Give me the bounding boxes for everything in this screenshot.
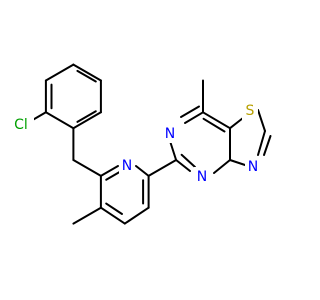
bond [257,130,266,156]
double-bond [180,153,196,168]
bond [135,165,150,177]
pyrimidine-nitrogen-bottom-label: N [197,169,207,185]
thiazole-nitrogen-label: N [248,159,258,175]
double-bond [105,202,123,215]
double-bond [202,117,226,133]
bond [175,159,191,172]
double-bond [180,105,200,118]
bond [229,117,244,130]
bond [72,63,102,82]
chlorine-label: Cl [14,117,28,133]
pyridine-nitrogen-label: N [122,158,132,174]
bond [257,109,266,132]
bond [72,111,102,130]
double-bond [263,135,272,156]
double-bond [105,170,121,181]
molecule-structure: Cl N N N S N [8,63,272,225]
bond [72,159,102,177]
thiazole-sulfur-label: S [246,103,255,119]
bond [99,206,126,225]
bond [72,206,102,225]
bond [169,140,178,161]
bond [99,165,119,177]
atom-labels: Cl N N N S N [8,101,261,186]
structure-canvas: Cl N N N S N [8,63,272,225]
double-bond [76,110,97,123]
bond [213,159,231,174]
bonds [29,63,272,225]
bond [44,63,75,82]
pyrimidine-nitrogen-top-label: N [165,126,175,142]
bond [202,111,231,130]
bond [147,159,178,177]
bond [44,111,75,130]
bond [184,111,204,124]
double-bond [76,69,97,83]
bond [123,206,150,225]
